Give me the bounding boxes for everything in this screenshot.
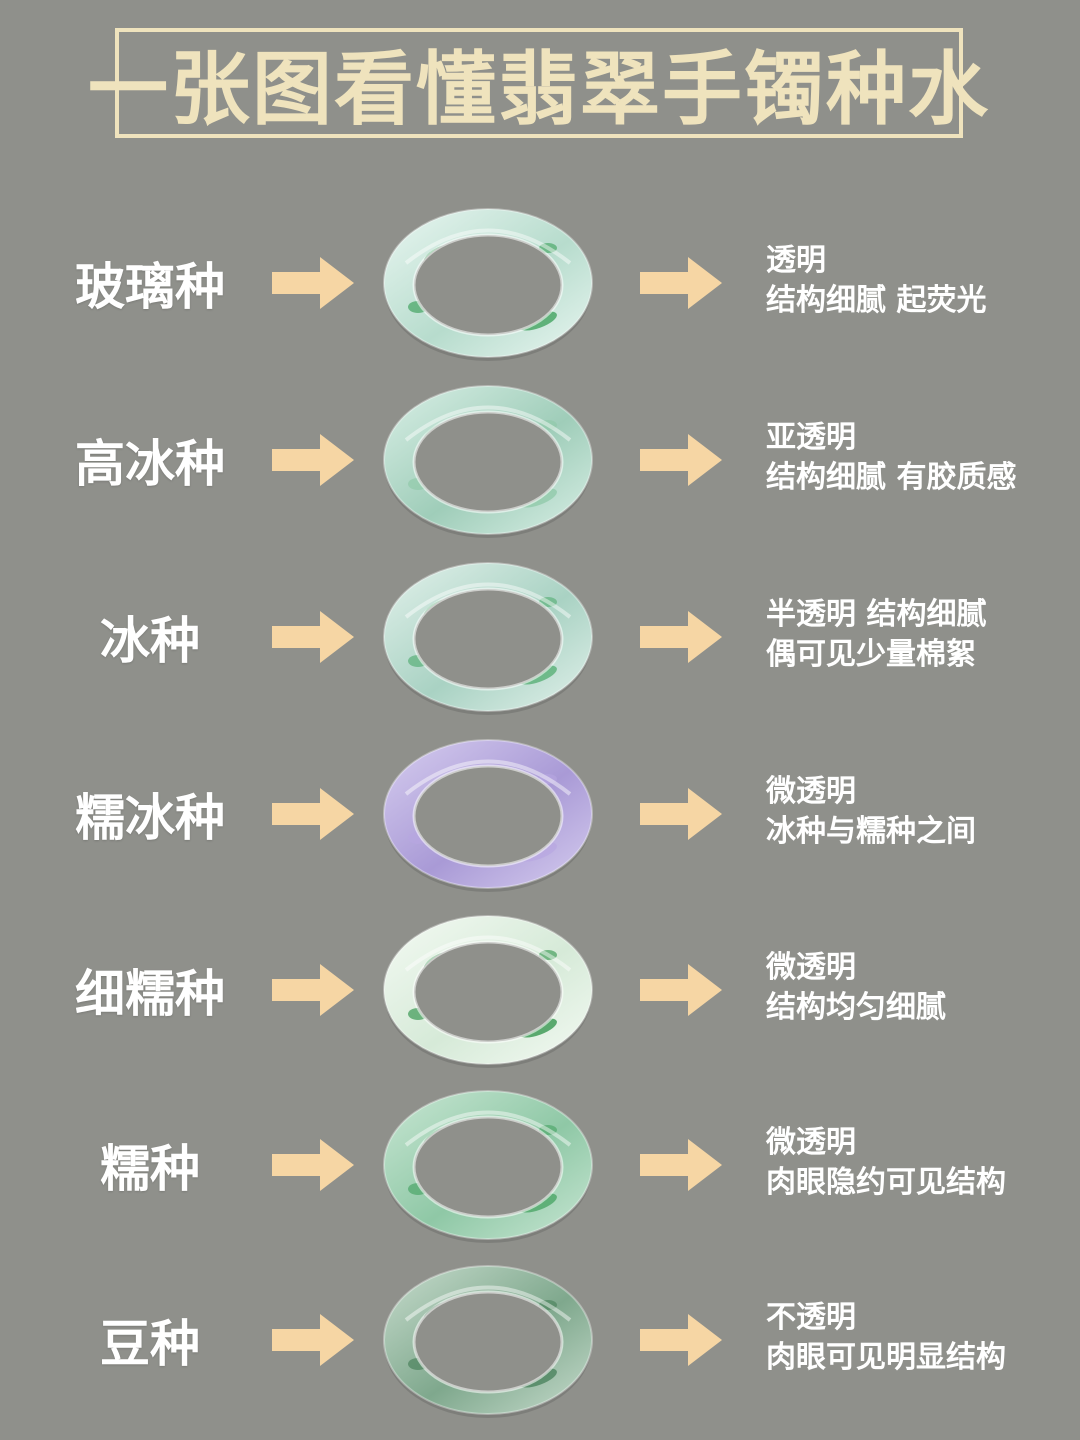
grade-description: 微透明冰种与糯种之间	[766, 772, 1066, 852]
page-title: 一张图看懂翡翠手镯种水	[88, 43, 990, 136]
description-line: 偶可见少量棉絮	[766, 637, 976, 672]
bangle-image	[383, 915, 593, 1068]
arrow-right-icon	[640, 1139, 722, 1191]
description-line: 透明	[766, 243, 826, 278]
title-frame: 一张图看懂翡翠手镯种水	[88, 28, 988, 138]
arrow-right-icon	[272, 1139, 354, 1191]
description-line: 肉眼可见明显结构	[766, 1340, 1006, 1375]
grade-description: 不透明肉眼可见明显结构	[766, 1298, 1066, 1378]
arrow-right-icon	[272, 257, 354, 309]
bangle-image	[383, 1265, 593, 1418]
jade-grade-row: 细糯种 微透明结构均匀细腻	[0, 910, 1080, 1070]
bangle-image	[383, 208, 593, 361]
grade-name: 高冰种	[75, 435, 225, 493]
arrow-right-icon	[640, 788, 722, 840]
arrow-right-icon	[272, 611, 354, 663]
jade-grade-row: 糯种 微透明肉眼隐约可见结构	[0, 1085, 1080, 1245]
arrow-right-icon	[640, 257, 722, 309]
jade-grade-row: 豆种 不透明肉眼可见明显结构	[0, 1260, 1080, 1420]
grade-name: 细糯种	[75, 965, 225, 1023]
grade-description: 微透明结构均匀细腻	[766, 948, 1066, 1028]
arrow-right-icon	[640, 964, 722, 1016]
description-line: 不透明	[766, 1300, 856, 1335]
arrow-right-icon	[272, 1314, 354, 1366]
grade-description: 半透明 结构细腻偶可见少量棉絮	[766, 595, 1066, 675]
arrow-right-icon	[272, 964, 354, 1016]
bangle-image	[383, 1090, 593, 1243]
bangle-image	[383, 562, 593, 715]
description-line: 结构均匀细腻	[766, 990, 946, 1025]
jade-grade-row: 玻璃种 透明结构细腻 起荧光	[0, 203, 1080, 363]
description-line: 亚透明	[766, 420, 856, 455]
jade-grade-row: 糯冰种 微透明冰种与糯种之间	[0, 734, 1080, 894]
arrow-right-icon	[272, 788, 354, 840]
description-line: 微透明	[766, 950, 856, 985]
grade-description: 透明结构细腻 起荧光	[766, 241, 1066, 321]
arrow-right-icon	[272, 434, 354, 486]
description-line: 微透明	[766, 1125, 856, 1160]
arrow-right-icon	[640, 611, 722, 663]
description-line: 微透明	[766, 774, 856, 809]
description-line: 冰种与糯种之间	[766, 814, 976, 849]
jade-grade-row: 冰种 半透明 结构细腻偶可见少量棉絮	[0, 557, 1080, 717]
grade-description: 亚透明结构细腻 有胶质感	[766, 418, 1066, 498]
bangle-image	[383, 739, 593, 892]
arrow-right-icon	[640, 434, 722, 486]
jade-grade-row: 高冰种 亚透明结构细腻 有胶质感	[0, 380, 1080, 540]
grade-name: 豆种	[100, 1315, 200, 1373]
arrow-right-icon	[640, 1314, 722, 1366]
description-line: 结构细腻 起荧光	[766, 283, 987, 318]
description-line: 肉眼隐约可见结构	[766, 1165, 1006, 1200]
bangle-image	[383, 385, 593, 538]
description-line: 半透明 结构细腻	[766, 597, 987, 632]
grade-description: 微透明肉眼隐约可见结构	[766, 1123, 1066, 1203]
description-line: 结构细腻 有胶质感	[766, 460, 1017, 495]
grade-name: 糯冰种	[75, 789, 225, 847]
grade-name: 糯种	[100, 1140, 200, 1198]
grade-name: 冰种	[100, 612, 200, 670]
grade-name: 玻璃种	[75, 258, 225, 316]
